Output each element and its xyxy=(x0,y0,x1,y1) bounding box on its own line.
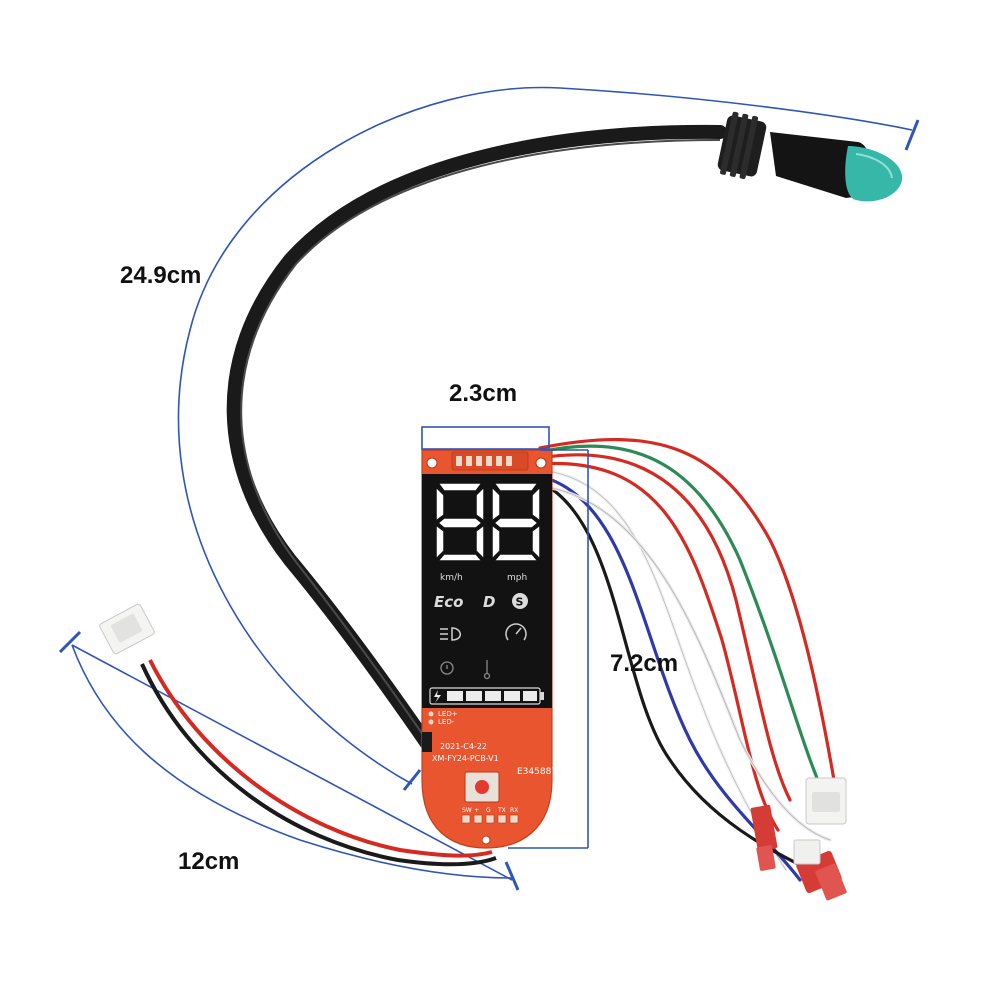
pcb-cert-label: E345887 RoHS xyxy=(517,767,584,777)
power-cable-dimension-arc xyxy=(71,644,513,879)
pcb-pin-label: G xyxy=(486,807,491,814)
cable-length-dimension-arc xyxy=(177,86,913,785)
pcb-board-id: XM-FY24-PCB-V1 xyxy=(432,754,499,763)
cable-length-dimension-tick-top xyxy=(904,119,920,151)
power-cable-red xyxy=(148,659,493,858)
pcb-mount-hole-top-left xyxy=(426,457,438,469)
temperature-icon xyxy=(483,660,491,680)
pcb-mount-hole-top-right xyxy=(535,457,547,469)
pcb-pin-pads xyxy=(461,814,519,824)
speed-digits xyxy=(435,482,541,562)
power-cable-length-label: 12cm xyxy=(178,848,240,875)
power-cable-black xyxy=(140,663,497,867)
led-plus-label: LED+ xyxy=(438,710,458,718)
power-cable-dimension-line xyxy=(71,644,513,881)
mode-sport-label: S xyxy=(516,596,524,609)
unit-mph-label: mph xyxy=(507,573,527,583)
led-pad-1 xyxy=(428,711,434,717)
power-jst-connector xyxy=(99,603,155,655)
fault-icon xyxy=(440,661,454,675)
headlight-icon xyxy=(440,627,461,641)
battery-indicator xyxy=(429,687,544,705)
main-cable xyxy=(226,124,727,752)
main-cable-highlight xyxy=(240,139,721,743)
pcb-mount-hole-bottom xyxy=(481,835,491,845)
speedometer-icon xyxy=(505,623,527,641)
wire-bundle xyxy=(538,437,836,882)
board-width-dimension-box xyxy=(421,426,550,450)
led-minus-label: LED- xyxy=(438,718,455,726)
pcb-pin-labels: SW+ G TX RX xyxy=(462,807,518,814)
board-height-label: 7.2cm xyxy=(610,650,679,677)
power-cable-dimension-tick-right xyxy=(504,861,520,891)
cable-entry xyxy=(422,732,432,752)
pcb-push-button xyxy=(464,771,500,803)
mode-drive-label: D xyxy=(483,593,495,611)
sport-mode-icon xyxy=(512,593,528,609)
pcb-date-code: 2021-C4-22 xyxy=(440,742,487,751)
pcb-pin-label: RX xyxy=(510,807,518,814)
cable-length-dimension-tick-bottom xyxy=(402,769,422,791)
cable-length-label: 24.9cm xyxy=(120,262,202,289)
motor-connector xyxy=(717,111,903,202)
led-pad-2 xyxy=(428,719,434,725)
pcb-pin-label: SW xyxy=(462,807,472,814)
power-cable-dimension-tick-left xyxy=(58,630,82,654)
mode-eco-label: Eco xyxy=(434,593,463,611)
pcb-pin-label: TX xyxy=(497,807,506,814)
wire-terminals xyxy=(750,777,847,901)
board-width-label: 2.3cm xyxy=(449,380,518,407)
pcb-top-pads xyxy=(456,456,512,466)
unit-kmh-label: km/h xyxy=(440,573,463,583)
pcb-pin-label: + xyxy=(474,807,479,814)
